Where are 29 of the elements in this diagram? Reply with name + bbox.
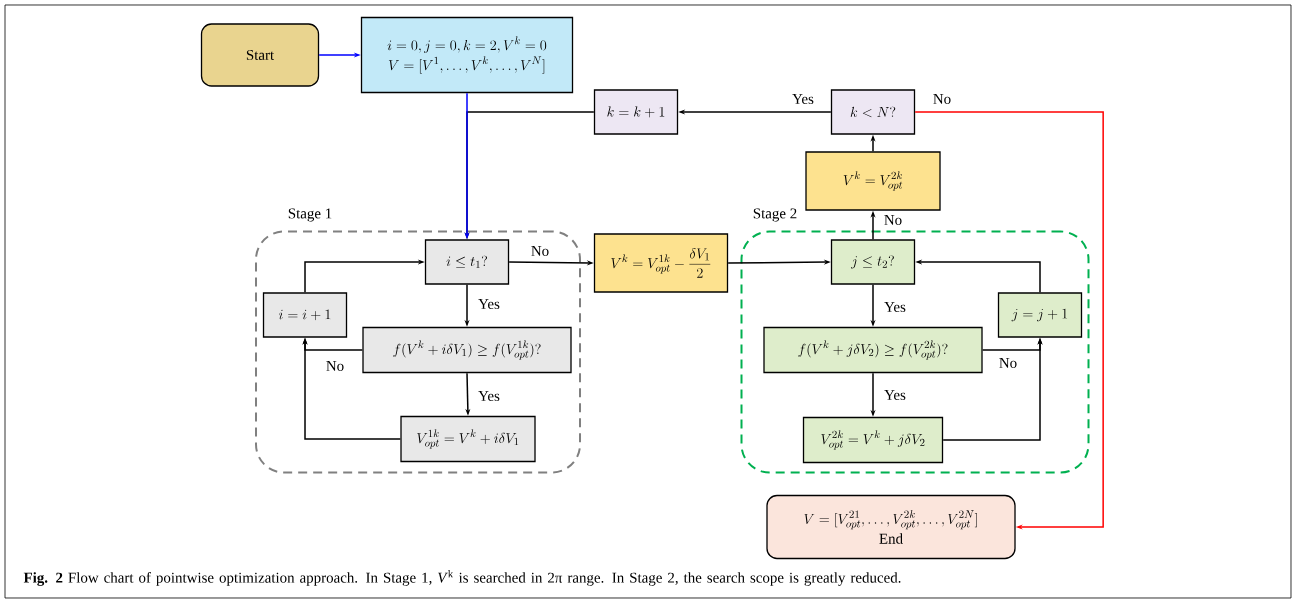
process-box: $j = j + 1$ [997, 292, 1083, 338]
edge-label: No [882, 214, 904, 226]
edge-label: Yes [883, 301, 907, 313]
edge-label: No [529, 245, 551, 257]
edge-label: No [997, 357, 1019, 369]
group-label: Stage 1 [288, 208, 332, 222]
figure-caption: Fig. 2 Flow chart of pointwise optimization approach. In Stage 1, V$^{k}$ is searched in 2π range. In Stage 2, the search scope is greatly reduced. [23, 570, 901, 586]
process-box: $V^{1k}_{opt} = V^{k} + i\delta V_{1}$ [400, 415, 536, 463]
edge-label: Yes [477, 298, 501, 310]
decision-box: $f(V^{k} + j\delta V_{2}) \geq f(V^{2k}_{opt})?$ [763, 326, 983, 374]
decision-box: $i \leq t_{1}?$ [424, 239, 510, 285]
process-box: $i = 0, j = 0, k = 2, V^{k} = 0$ $V = [V^{1}, \ldots, V^{k}, \ldots, V^{N}]$ [360, 16, 574, 94]
decision-box: $f(V^{k} + i\delta V_{1}) \geq f(V^{1k}_{opt})?$ [362, 326, 572, 374]
edge-label: No [324, 360, 346, 372]
edge-label: Yes [477, 390, 501, 402]
process-box: $k = k + 1$ [593, 89, 679, 135]
decision-box: $j \leq t_{2}?$ [830, 239, 916, 285]
decision-box: $k < N?$ [830, 89, 916, 135]
edge-label: Yes [883, 389, 907, 401]
edge-label: Yes [791, 93, 815, 105]
edge-label: No [931, 93, 953, 105]
end-terminal: $V = [V^{21}_{opt}, \ldots, V^{2k}_{opt}, \ldots, V^{2N}_{opt}]$ End [766, 494, 1016, 560]
start-terminal: Start [200, 23, 320, 87]
process-box: $V^{2k}_{opt} = V^{k} + j\delta V_{2}$ [802, 416, 944, 464]
process-box: $V^{k} = V^{2k}_{opt}$ [805, 151, 941, 211]
process-box: $V^{k} = V^{1k}_{opt} - \frac{\delta V_{1}}{2}$ [593, 233, 729, 293]
group-label: Stage 2 [753, 208, 797, 222]
process-box: $i = i + 1$ [262, 292, 348, 338]
arrow [914, 111, 1104, 530]
